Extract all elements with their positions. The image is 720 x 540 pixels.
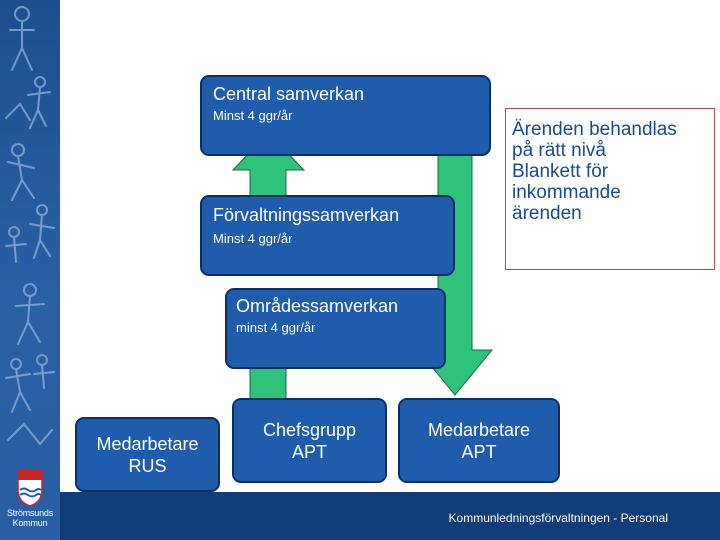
footer-text: Kommunledningsförvaltningen - Personal — [449, 511, 668, 525]
omrade-title: Områdessamverkan — [236, 296, 398, 317]
medarbetare-apt-line2: APT — [428, 441, 530, 463]
central-subtitle: Minst 4 ggr/år — [213, 108, 292, 123]
forvaltning-title: Förvaltningssamverkan — [213, 205, 399, 226]
arrow-shaft-chefsgrupp — [250, 366, 286, 400]
omrade-subtitle: minst 4 ggr/år — [236, 320, 315, 335]
box-medarbetare-apt: Medarbetare APT — [398, 398, 560, 483]
medarbetare-apt-line1: Medarbetare — [428, 419, 530, 441]
forvaltning-subtitle: Minst 4 ggr/år — [213, 231, 292, 246]
box-chefsgrupp-apt: Chefsgrupp APT — [232, 398, 387, 483]
callout-line-2: på rätt nivå — [512, 140, 714, 161]
box-omradessamverkan: Områdessamverkan minst 4 ggr/år — [225, 288, 446, 369]
chefsgrupp-line2: APT — [263, 441, 356, 463]
chefsgrupp-line1: Chefsgrupp — [263, 419, 356, 441]
callout-arenden: Ärenden behandlas på rätt nivå Blankett … — [505, 108, 715, 270]
callout-line-3: Blankett för — [512, 161, 714, 182]
callout-line-4: inkommande — [512, 182, 714, 203]
callout-line-5: ärenden — [512, 203, 714, 224]
rus-line1: Medarbetare — [96, 433, 198, 455]
callout-line-1: Ärenden behandlas — [512, 119, 714, 140]
rus-line2: RUS — [96, 455, 198, 477]
central-title: Central samverkan — [213, 84, 364, 105]
box-central-samverkan: Central samverkan Minst 4 ggr/år — [200, 75, 491, 156]
box-forvaltningssamverkan: Förvaltningssamverkan Minst 4 ggr/år — [200, 195, 455, 276]
footer-band: Kommunledningsförvaltningen - Personal — [60, 492, 720, 540]
box-medarbetare-rus: Medarbetare RUS — [75, 417, 220, 492]
